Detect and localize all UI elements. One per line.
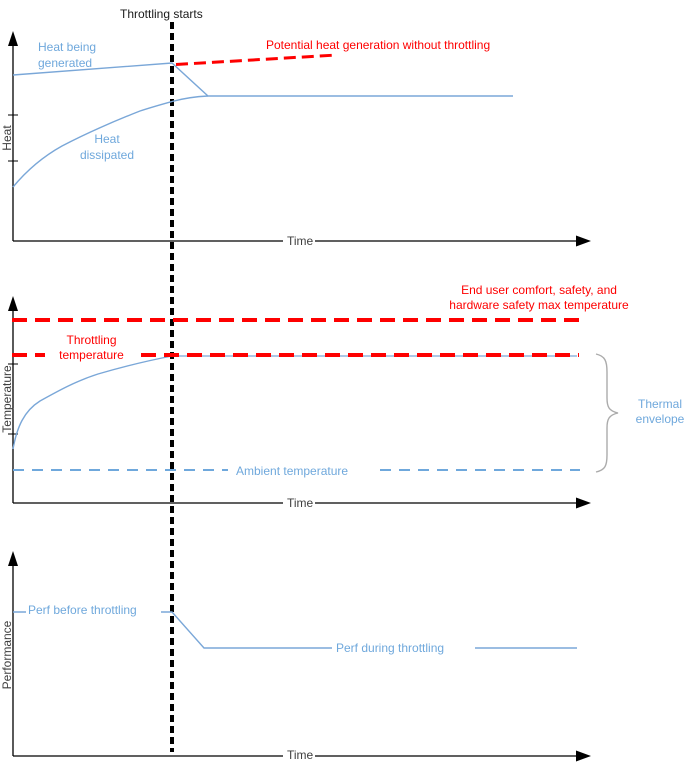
performance-axis-title: Performance	[0, 620, 14, 690]
heat-time-axis-title: Time	[287, 234, 314, 248]
heat-dissipated-label: Heat dissipated	[79, 132, 135, 162]
throttling-starts-label: Throttling starts	[120, 7, 203, 21]
potential-heat-line	[175, 53, 338, 66]
performance-x-axis-arrow-icon	[576, 750, 591, 762]
temperature-y-axis-arrow-icon	[8, 296, 18, 311]
performance-line	[13, 611, 577, 649]
temperature-x-axis-arrow-icon	[576, 497, 591, 509]
thermal-envelope-label: Thermal envelope	[635, 397, 685, 426]
heat-generated-line	[12, 62, 513, 97]
throttling-temperature-label: Throttling temperature	[59, 333, 124, 362]
heat-dissipated-curve	[12, 95, 209, 188]
temperature-axis-title: Temperature	[0, 365, 14, 433]
thermal-envelope-brace-icon	[595, 353, 619, 473]
heat-x-axis-arrow-icon	[576, 235, 591, 247]
performance-time-axis-title: Time	[287, 748, 314, 762]
heat-y-axis-ticks	[8, 114, 18, 162]
heat-axis-title: Heat	[0, 125, 14, 151]
temperature-curve	[12, 355, 173, 450]
perf-before-throttling-label: Perf before throttling	[28, 603, 137, 617]
temperature-time-axis-title: Time	[287, 496, 314, 510]
max-temperature-label: End user comfort, safety, and hardware s…	[449, 283, 629, 312]
heat-y-axis-arrow-icon	[8, 31, 18, 46]
performance-y-axis-arrow-icon	[8, 551, 18, 566]
perf-during-throttling-label: Perf during throttling	[336, 641, 445, 655]
heat-generated-label: Heat being generated	[38, 40, 97, 70]
ambient-temperature-label: Ambient temperature	[236, 464, 349, 478]
potential-heat-label: Potential heat generation without thrott…	[266, 38, 491, 52]
